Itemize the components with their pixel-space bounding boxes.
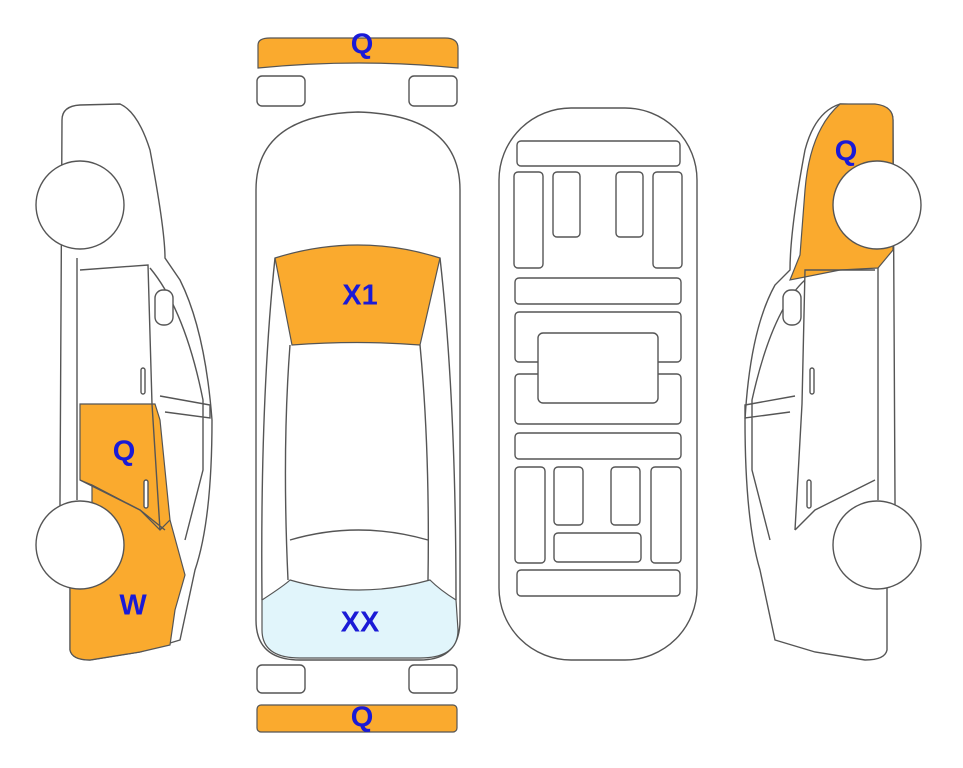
right-side-view (744, 103, 922, 661)
rear-bumper-damage[interactable] (256, 704, 458, 733)
right-rear-wheel[interactable] (832, 500, 922, 590)
right-rear-door-handle[interactable] (806, 479, 812, 509)
right-front-fender-label: Q (834, 135, 858, 168)
front-bumper-damage[interactable] (257, 37, 459, 69)
left-rear-door-label: Q (112, 435, 136, 468)
right-front-door-handle[interactable] (809, 367, 815, 395)
left-mirror (154, 289, 174, 326)
rear-window-label: XX (340, 606, 380, 639)
windshield-label: X1 (342, 279, 378, 312)
front-right-headlight (408, 75, 458, 107)
right-mirror (782, 289, 802, 326)
left-rear-fender-label: W (119, 589, 147, 622)
left-front-wheel[interactable] (35, 160, 125, 250)
right-front-wheel[interactable] (832, 160, 922, 250)
rear-right-taillight (408, 664, 458, 694)
top-view-body[interactable] (255, 111, 461, 661)
rear-bumper-label: Q (350, 701, 374, 734)
underside-view (498, 107, 698, 661)
front-bumper-label: Q (350, 28, 374, 61)
rear-left-taillight (256, 664, 306, 694)
left-rear-wheel[interactable] (35, 500, 125, 590)
left-front-door-handle[interactable] (140, 367, 146, 395)
rear-window-damage[interactable] (261, 579, 459, 659)
front-left-headlight (256, 75, 306, 107)
left-side-view (35, 103, 213, 661)
left-rear-door-handle[interactable] (143, 479, 149, 509)
top-view (255, 37, 461, 733)
